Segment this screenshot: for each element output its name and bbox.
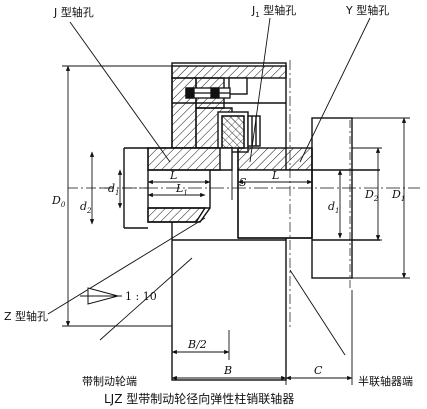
taper-symbol: 1 : 10: [80, 287, 157, 305]
dimension-lines: [62, 65, 410, 385]
dim-d2: d2: [80, 200, 92, 215]
elastic-element: [217, 111, 261, 153]
pin-bolt: [185, 87, 231, 99]
left-hub: [68, 147, 233, 223]
leader-lines: [47, 17, 371, 356]
dim-S: S: [239, 176, 247, 189]
taper-ratio-label: 1 : 10: [125, 290, 157, 303]
dim-B-half: B/2: [187, 338, 207, 351]
dim-L1: L1: [175, 182, 188, 197]
dim-L-right: L: [271, 169, 279, 182]
brake-wheel-end-label: 带制动轮端: [82, 374, 137, 388]
j-bore-label: J 型轴孔: [53, 5, 94, 19]
dim-d1-left: d1: [108, 182, 120, 197]
dim-d1-right: d1: [328, 200, 340, 215]
dim-D1: D1: [391, 188, 405, 203]
right-hub: [237, 147, 313, 239]
j1-bore-label: J1 型轴孔: [251, 3, 296, 19]
dim-D2: D2: [364, 188, 379, 203]
dim-B: B: [223, 364, 232, 377]
y-bore-label: Y 型轴孔: [345, 3, 389, 17]
dim-D0: D0: [51, 194, 66, 209]
half-coupling-end-label: 半联轴器端: [358, 374, 413, 388]
z-bore-label: Z 型轴孔: [4, 309, 48, 323]
dim-C: C: [314, 364, 323, 377]
caption: LJZ 型带制动轮径向弹性柱销联轴器: [104, 391, 294, 406]
dim-L-left: L: [169, 169, 177, 182]
